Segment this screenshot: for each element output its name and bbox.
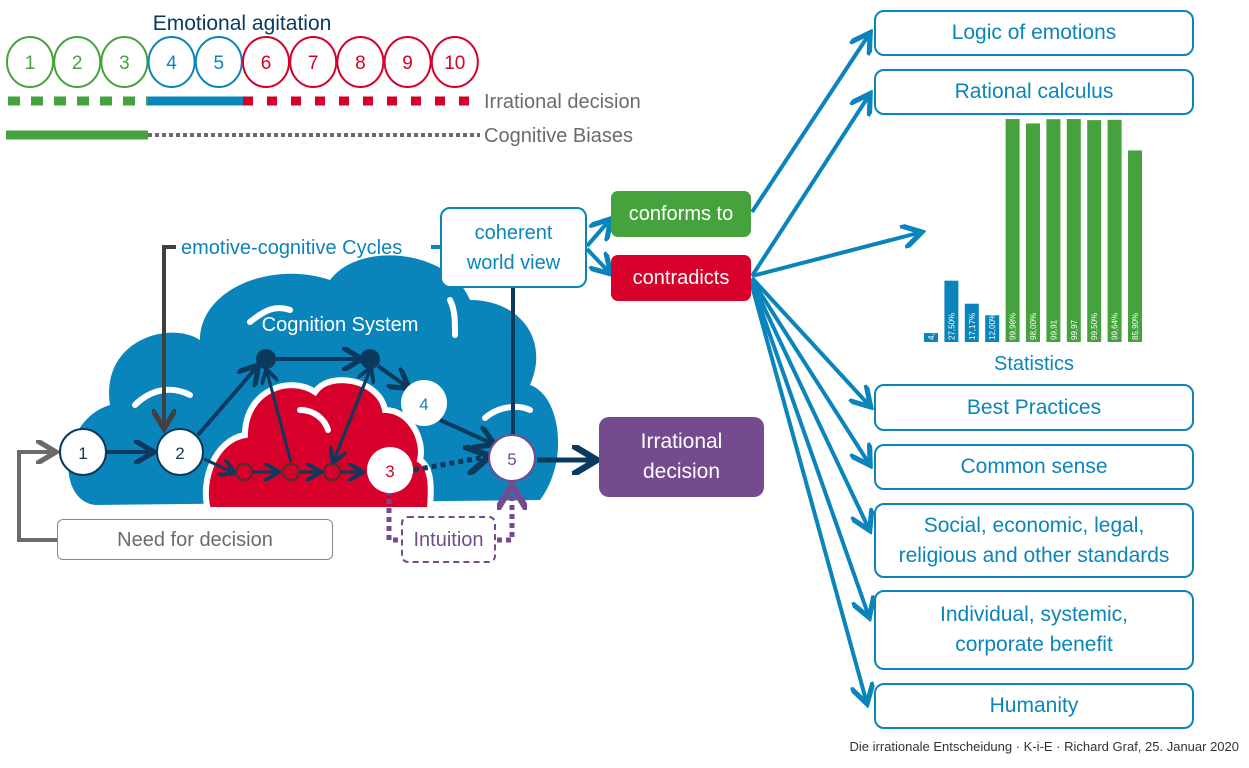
need-for-decision-box[interactable]: Need for decision	[57, 519, 333, 560]
agitation-level-label: 7	[308, 53, 319, 74]
node-3[interactable]: 3	[367, 447, 413, 493]
irrational-decision-box[interactable]: Irrational decision	[599, 417, 764, 497]
legend-biases-label: Cognitive Biases	[484, 125, 633, 147]
chart-bar-label: 99,50%	[1090, 313, 1099, 340]
worldview-box[interactable]: coherent world view	[440, 207, 587, 288]
chart-bar	[944, 280, 959, 342]
node-5[interactable]: 5	[488, 434, 536, 482]
intuition-label: Intuition	[413, 528, 484, 551]
cycles-connector	[164, 245, 176, 425]
chart-bar	[1005, 119, 1020, 342]
worldview-arrows	[585, 222, 608, 271]
target-arrows	[750, 36, 918, 700]
node-3-label: 3	[385, 462, 394, 481]
statistics-chart: 4, 27,50% 17,17% 12,00% 99,98% 98,00% 99,91 99,…	[924, 119, 1142, 343]
target-humanity[interactable]: Humanity	[874, 683, 1194, 729]
chart-bar	[964, 303, 979, 342]
conforms-label: conforms to	[628, 203, 734, 225]
contradicts-box[interactable]: contradicts	[611, 255, 751, 301]
agitation-level-4: 4	[147, 36, 196, 88]
agitation-scale: 1 2 3 4 5 6 7 8 9 10	[6, 36, 479, 88]
chart-bar	[1026, 123, 1040, 343]
chart-bar	[1128, 150, 1142, 342]
target-benefit[interactable]: Individual, systemic, corporate benefit	[874, 590, 1194, 670]
worldview-label: coherent world view	[466, 221, 561, 274]
cycles-label: emotive-cognitive Cycles	[181, 237, 402, 259]
target-label: Logic of emotions	[951, 21, 1117, 44]
chart-bar-label: 99,91	[1049, 319, 1058, 340]
agitation-level-7: 7	[289, 36, 338, 88]
network-small-nodes	[235, 349, 380, 481]
network-edges	[106, 288, 592, 472]
chart-bar	[1087, 120, 1102, 343]
node-4-label: 4	[419, 395, 428, 414]
agitation-level-label: 3	[119, 53, 130, 74]
agitation-level-label: 10	[444, 53, 465, 74]
footer-credit: Die irrationale Entscheidung · K-i-E · R…	[849, 739, 1239, 754]
chart-bar-label: 4,	[927, 333, 936, 340]
node-2-label: 2	[175, 444, 184, 463]
chart-bar-label: 99,98%	[1009, 313, 1018, 340]
target-label: Common sense	[960, 455, 1108, 478]
target-label: Best Practices	[966, 395, 1102, 419]
irrational-decision-label: Irrational decision	[640, 430, 723, 483]
chart-bar-label: 99,97	[1070, 319, 1079, 340]
agitation-level-5: 5	[194, 36, 243, 88]
agitation-level-label: 1	[25, 53, 36, 74]
chart-bar	[924, 333, 938, 342]
need-loop-arrow	[17, 452, 58, 542]
target-label: Rational calculus	[954, 80, 1114, 103]
chart-bar-label: 12,00%	[988, 313, 997, 340]
agitation-level-6: 6	[242, 36, 290, 88]
chart-bar-label: 17,17%	[968, 313, 977, 340]
target-standards[interactable]: Social, economic, legal, religious and o…	[874, 503, 1194, 578]
target-best-practices[interactable]: Best Practices	[874, 384, 1194, 431]
scale-title: Emotional agitation	[153, 12, 332, 35]
chart-bar-label: 27,50%	[947, 313, 956, 340]
agitation-level-label: 4	[166, 53, 177, 74]
legend-irrational-label: Irrational decision	[484, 91, 641, 113]
agitation-level-label: 9	[402, 53, 413, 74]
node-2[interactable]: 2	[156, 428, 204, 476]
agitation-level-label: 8	[355, 53, 366, 74]
node-1-label: 1	[78, 444, 87, 463]
agitation-level-1: 1	[6, 36, 54, 88]
chart-bar	[985, 315, 1000, 342]
cloud-label: Cognition System	[262, 314, 419, 336]
target-label: Humanity	[989, 694, 1079, 717]
contradicts-label: contradicts	[632, 267, 730, 289]
intuition-box[interactable]: Intuition	[401, 516, 496, 563]
agitation-level-9: 9	[383, 36, 432, 88]
agitation-level-label: 5	[214, 53, 225, 74]
need-for-decision-label: Need for decision	[117, 528, 273, 551]
target-common-sense[interactable]: Common sense	[874, 444, 1194, 490]
target-label: Individual, systemic, corporate benefit	[940, 603, 1128, 656]
intuition-connectors	[386, 490, 512, 543]
node-4[interactable]: 4	[401, 380, 447, 426]
chart-bar	[1066, 119, 1081, 343]
node-5-label: 5	[507, 450, 516, 469]
target-rational-calculus[interactable]: Rational calculus	[874, 69, 1194, 115]
target-logic-of-emotions[interactable]: Logic of emotions	[874, 10, 1194, 56]
agitation-level-2: 2	[53, 36, 102, 88]
conforms-box[interactable]: conforms to	[611, 191, 751, 237]
target-label: Social, economic, legal, religious and o…	[898, 513, 1170, 567]
agitation-level-3: 3	[100, 36, 149, 88]
chart-bar-label: 98,00%	[1029, 313, 1038, 340]
node-1[interactable]: 1	[59, 428, 107, 476]
chart-bar-label: 85,90%	[1131, 313, 1140, 340]
agitation-level-10: 10	[430, 36, 479, 88]
chart-bar-label: 99,64%	[1111, 313, 1120, 340]
agitation-level-label: 6	[261, 53, 272, 74]
agitation-level-8: 8	[336, 36, 385, 88]
chart-bar	[1107, 119, 1122, 343]
chart-title: Statistics	[994, 353, 1074, 375]
chart-bar	[1046, 119, 1061, 342]
agitation-level-label: 2	[72, 53, 83, 74]
